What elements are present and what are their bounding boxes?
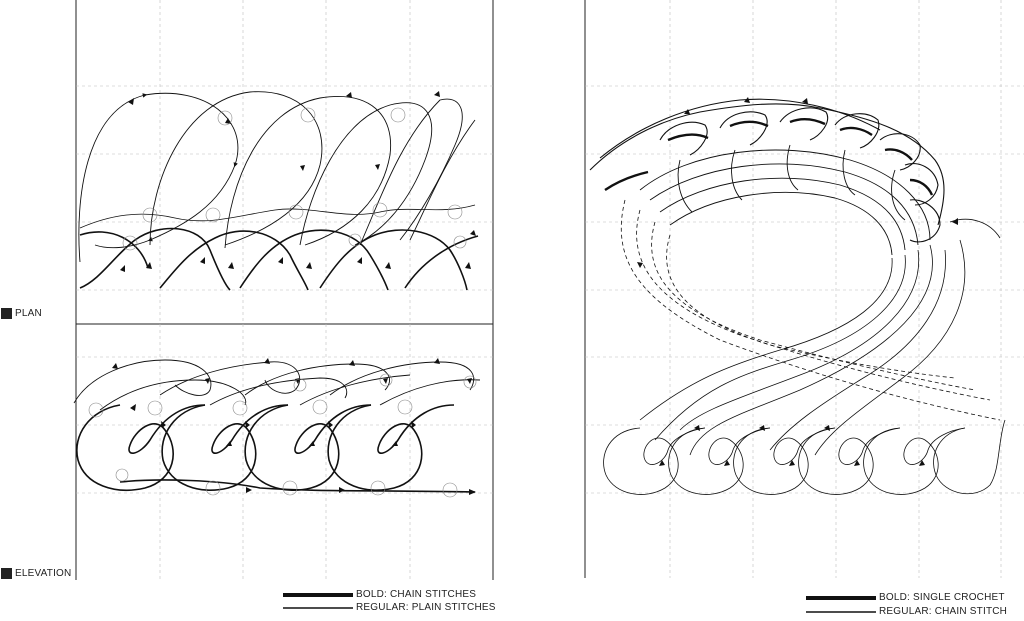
plan-wave-thin bbox=[79, 204, 476, 229]
torus-bold-pieces bbox=[604, 118, 934, 196]
elevation-chain-arrows bbox=[130, 404, 476, 495]
plan-plain-loops bbox=[78, 91, 476, 263]
plan-plain-arrows bbox=[128, 91, 440, 171]
right-grid bbox=[585, 0, 1024, 578]
elevation-marker-icon bbox=[1, 568, 12, 579]
torus-top-loops bbox=[589, 98, 945, 243]
legend-left-lines bbox=[283, 593, 353, 609]
elevation-plain-arrows bbox=[112, 358, 472, 384]
legend-right-bold-label: BOLD: SINGLE CROCHET bbox=[879, 592, 1005, 603]
plan-chain-arrows bbox=[120, 230, 476, 272]
legend-right-regular-label: REGULAR: CHAIN STITCH bbox=[879, 606, 1008, 617]
plan-label: PLAN bbox=[15, 308, 42, 319]
elevation-chain-circles bbox=[76, 404, 476, 493]
torus-rings bbox=[639, 149, 931, 256]
elevation-knot-circles bbox=[88, 373, 477, 498]
legend-left-regular-label: REGULAR: PLAIN STITCHES bbox=[356, 602, 496, 613]
plan-knot-circles bbox=[122, 107, 467, 251]
dashed-strands bbox=[621, 199, 1001, 421]
torus-side-loops bbox=[677, 144, 906, 221]
elevation-label: ELEVATION bbox=[15, 568, 72, 579]
left-grid bbox=[76, 0, 493, 580]
plan-marker-icon bbox=[1, 308, 12, 319]
bottom-chain-arrows bbox=[659, 425, 925, 466]
plan-chain-waves bbox=[79, 227, 479, 291]
torus-arrowheads bbox=[637, 97, 958, 268]
legend-left-bold-label: BOLD: CHAIN STITCHES bbox=[356, 589, 477, 600]
bottom-circle-chain bbox=[603, 419, 1006, 495]
elevation-plain-loops bbox=[73, 359, 481, 411]
descending-strands bbox=[639, 239, 966, 456]
legend-right-lines bbox=[806, 596, 876, 613]
